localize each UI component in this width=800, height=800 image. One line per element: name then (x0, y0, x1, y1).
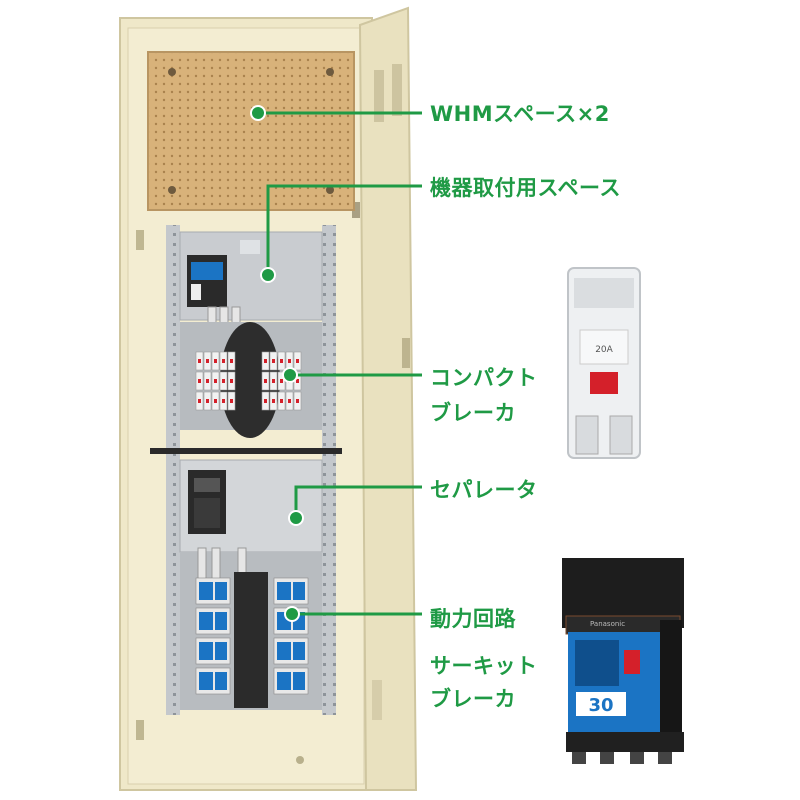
label-whm-space: WHMスペース×2 (430, 102, 610, 126)
separator-plate (179, 459, 323, 553)
power-breaker-brand: Panasonic (590, 620, 625, 628)
label-power-circuit-line2: サーキット (430, 654, 538, 678)
label-device-mounting-space: 機器取付用スペース (430, 176, 621, 200)
device-mounting-plate (179, 231, 323, 321)
power-breaker-product: 30 Panasonic (562, 558, 684, 764)
compact-breaker-bank (180, 322, 322, 438)
label-power-circuit-line1: 動力回路 (430, 607, 516, 631)
divider-bar (150, 448, 342, 454)
power-breaker-bank (180, 547, 322, 710)
leader-lines (258, 111, 422, 616)
mounting-rails (166, 225, 336, 715)
leader-dots (250, 105, 304, 622)
label-power-circuit-line3: ブレーカ (430, 687, 516, 711)
label-separator: セパレータ (430, 478, 538, 502)
label-compact-breaker-line2: ブレーカ (430, 401, 516, 425)
compact-breaker-rating: 20A (595, 345, 613, 355)
power-breaker-rating: 30 (588, 695, 613, 716)
whm-mounting-board (147, 51, 355, 211)
compact-breaker-product: 20A (567, 267, 641, 459)
label-compact-breaker-line1: コンパクト (430, 366, 538, 390)
